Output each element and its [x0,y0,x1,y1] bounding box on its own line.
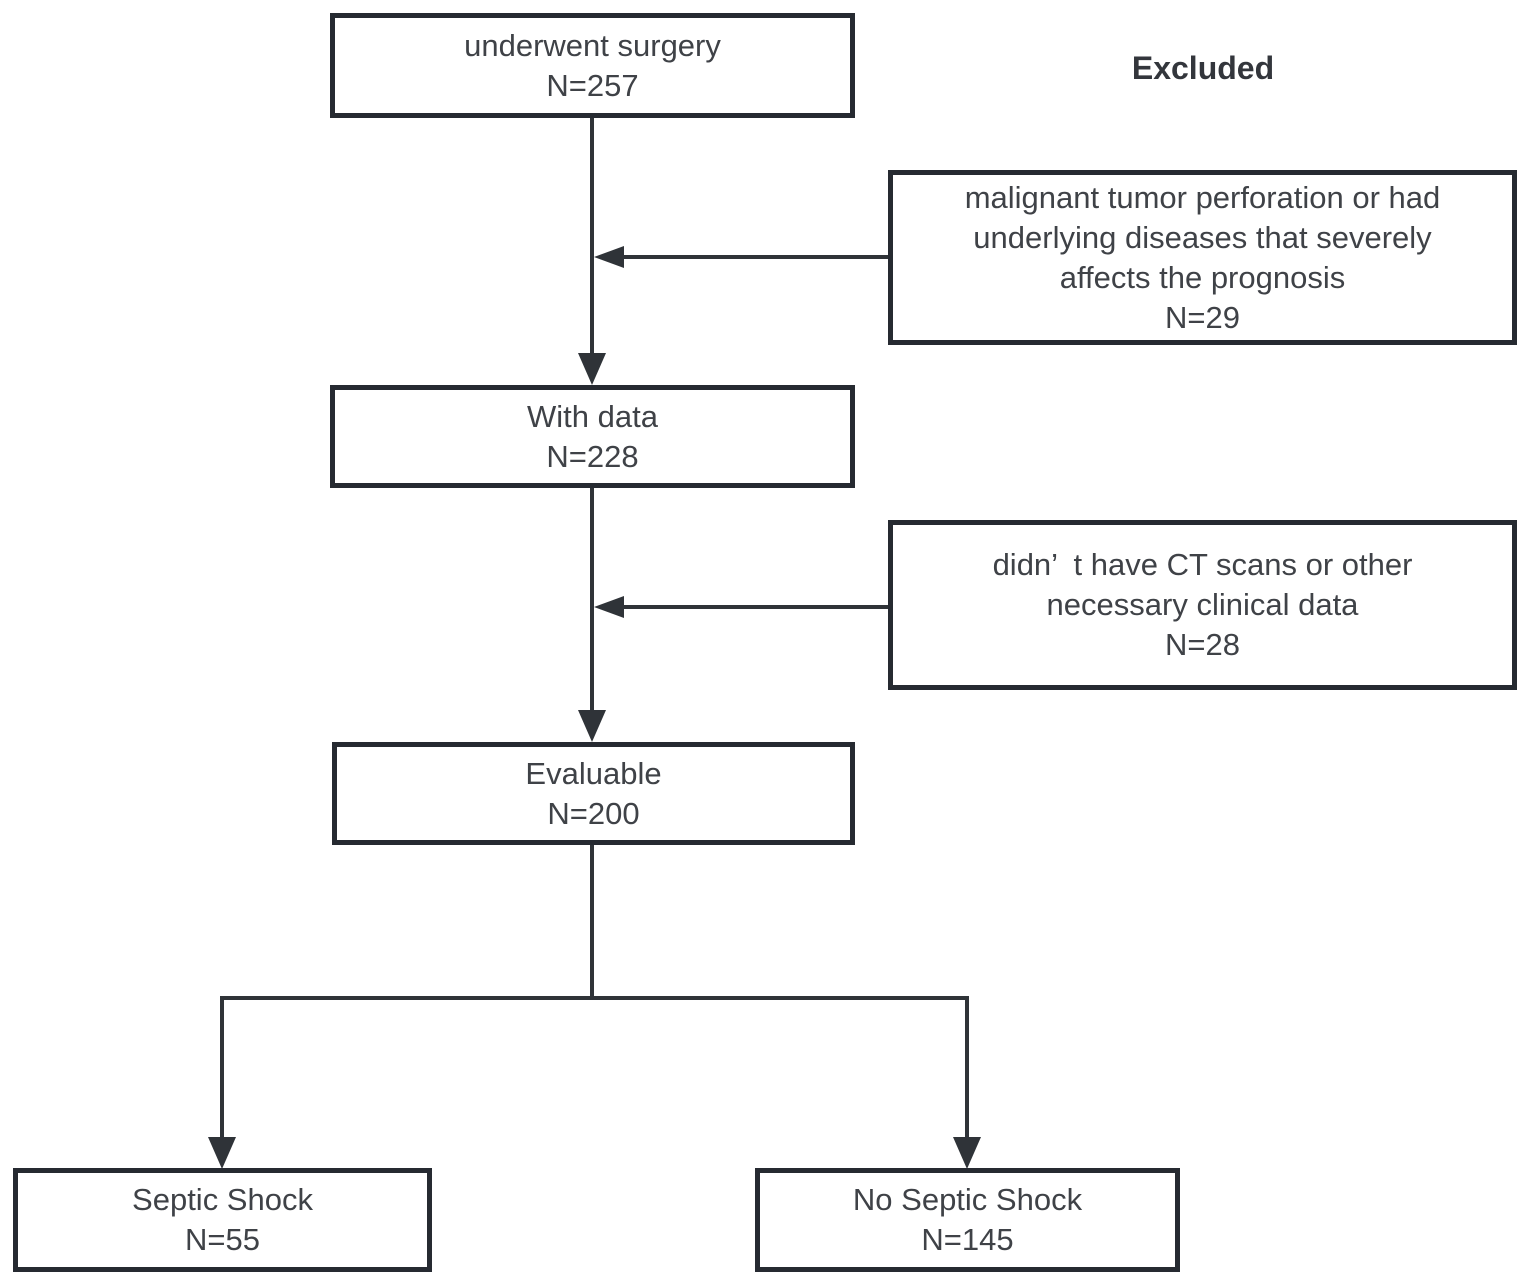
node-septic-shock: Septic Shock N=55 [13,1168,432,1272]
node-with-data: With data N=228 [330,385,855,488]
node-no-septic-shock: No Septic Shock N=145 [755,1168,1180,1272]
node-label: malignant tumor perforation or had under… [964,179,1441,295]
excluded-heading: Excluded [1131,50,1275,86]
node-count: N=28 [1165,627,1240,662]
arrowhead-down-evaluable-icon [578,710,606,742]
node-underwent-surgery: underwent surgery N=257 [330,13,855,118]
node-count: N=200 [547,795,640,831]
arrowhead-left-excluded1-icon [594,246,624,268]
node-excluded-malignant-tumor: malignant tumor perforation or had under… [888,170,1517,345]
node-label: With data [527,398,658,434]
node-count: N=257 [546,67,639,103]
arrowhead-left-excluded2-icon [594,596,624,618]
node-count: N=145 [921,1222,1014,1257]
node-count: N=29 [1165,299,1240,335]
arrowhead-down-septic-icon [208,1137,236,1169]
node-label: No Septic Shock [852,1182,1083,1217]
arrowhead-down-withdata-icon [578,353,606,385]
node-label: didn’ t have CT scans or other necessary… [992,547,1413,622]
arrowhead-down-noseptic-icon [953,1137,981,1169]
node-label: underwent surgery [464,27,721,63]
node-count: N=55 [185,1222,260,1257]
node-count: N=228 [546,438,639,474]
node-label: Evaluable [525,755,662,791]
node-evaluable: Evaluable N=200 [332,742,855,845]
node-excluded-no-ct-scans: didn’ t have CT scans or other necessary… [888,520,1517,690]
node-label: Septic Shock [132,1182,313,1217]
